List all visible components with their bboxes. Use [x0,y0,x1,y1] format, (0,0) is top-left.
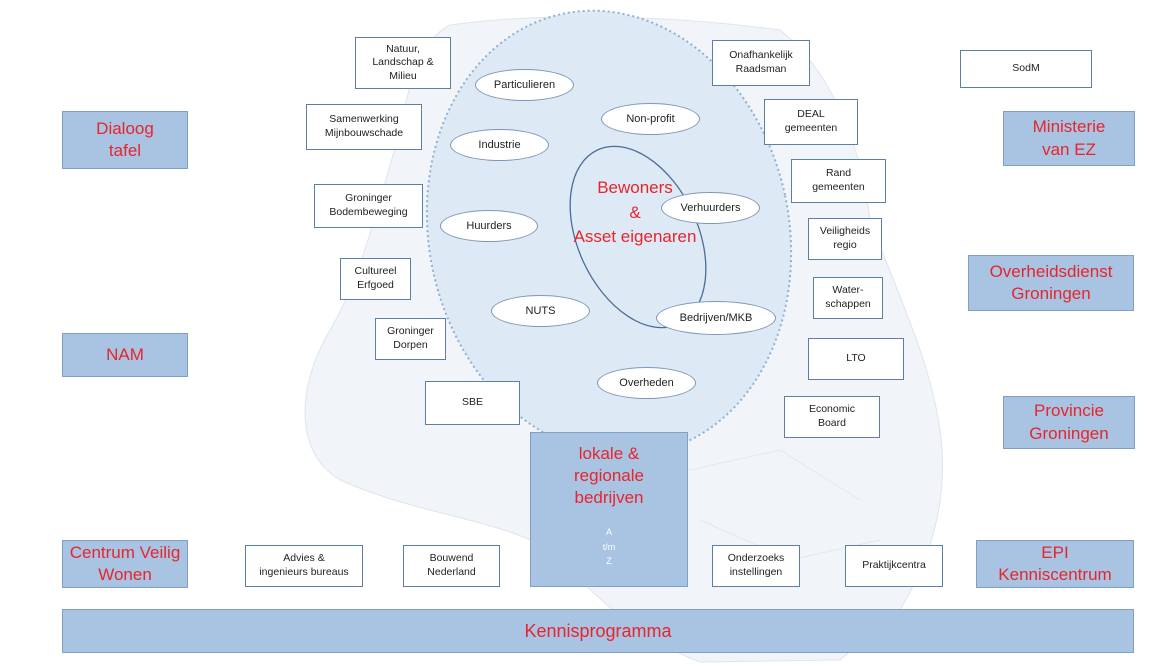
bedrijven-mkb-pill: Bedrijven/MKB [656,301,776,335]
industrie-pill: Industrie [450,129,549,161]
bewoners-asset-eigenaren-label: Bewoners & Asset eigenaren [573,178,697,247]
nuts-pill: NUTS [491,295,590,327]
lto-box: LTO [808,338,904,380]
samenwerking-box: Samenwerking Mijnbouwschade [306,104,422,150]
huurders-pill: Huurders [440,210,538,242]
nam-box: NAM [62,333,188,377]
ministerie-ez-box: Ministerie van EZ [1003,111,1135,166]
lokale-regionale-bedrijven-box: lokale & regionale bedrijven A t/m Z [530,432,688,587]
epi-kenniscentrum-box: EPI Kenniscentrum [976,540,1134,588]
non-profit-pill: Non-profit [601,103,700,135]
centrum-veilig-wonen-box: Centrum Veilig Wonen [62,540,188,588]
sodm-box: SodM [960,50,1092,88]
deal-gemeenten-box: DEAL gemeenten [764,99,858,145]
rand-gemeenten-box: Rand gemeenten [791,159,886,203]
economic-board-box: Economic Board [784,396,880,438]
dialoog-tafel-box: Dialoog tafel [62,111,188,169]
kennisprogramma-bar: Kennisprogramma [62,609,1134,653]
waterschappen-box: Water- schappen [813,277,883,319]
verhuurders-pill: Verhuurders [661,192,760,224]
residents-ellipse [425,9,793,457]
a-tm-z-label: A t/m Z [602,527,616,567]
sbe-box: SBE [425,381,520,425]
overheidsdienst-groningen-box: Overheidsdienst Groningen [968,255,1134,311]
bouwend-nederland-box: Bouwend Nederland [403,545,500,587]
overheden-pill: Overheden [597,367,696,399]
veiligheidsregio-box: Veiligheids regio [808,218,882,260]
onderzoeks-instellingen-box: Onderzoeks instellingen [712,545,800,587]
cultureel-erfgoed-box: Cultureel Erfgoed [340,258,411,300]
provincie-groningen-box: Provincie Groningen [1003,396,1135,449]
particulieren-pill: Particulieren [475,69,574,101]
natuur-landschap-box: Natuur, Landschap & Milieu [355,37,451,89]
groninger-bodembeweging-box: Groninger Bodembeweging [314,184,423,228]
lokale-label: lokale & regionale bedrijven [574,444,644,508]
groninger-dorpen-box: Groninger Dorpen [375,318,446,360]
onafhankelijk-raadsman-box: Onafhankelijk Raadsman [712,40,810,86]
advies-ingenieurs-box: Advies & ingenieurs bureaus [245,545,363,587]
praktijkcentra-box: Praktijkcentra [845,545,943,587]
